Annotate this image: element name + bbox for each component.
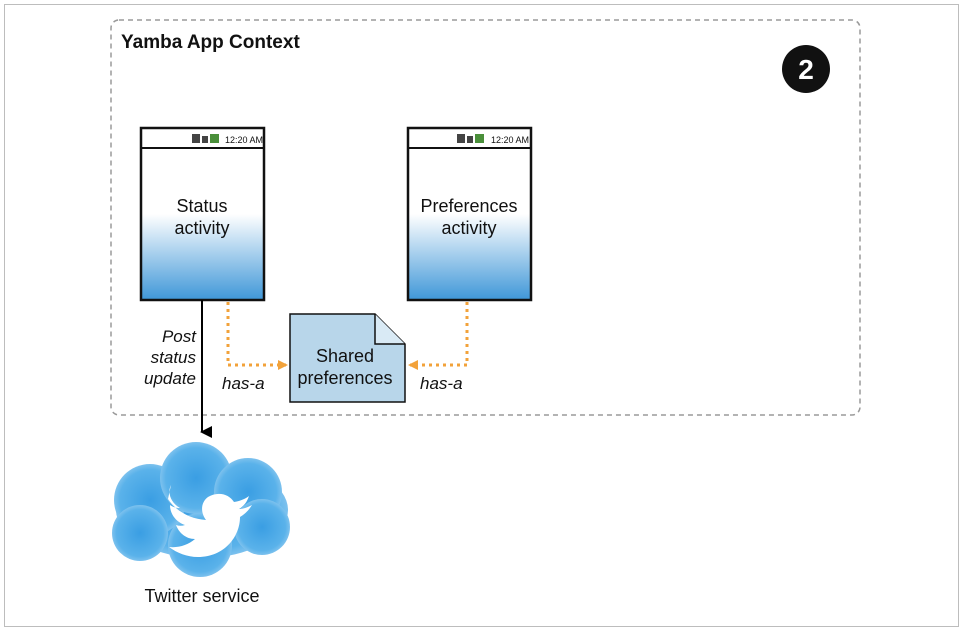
shared-preferences-document: Shared preferences <box>289 313 406 403</box>
preferences-phone-time: 12:20 AM <box>491 135 529 145</box>
app-context-boundary <box>110 19 861 416</box>
status-phone-title-line2: activity <box>174 218 229 238</box>
context-label: Yamba App Context <box>121 32 300 53</box>
post-label-line2: status <box>151 348 197 367</box>
status-activity-phone: 12:20 AM Status activity <box>139 126 266 302</box>
post-label-line1: Post <box>162 327 197 346</box>
twitter-bird-icon <box>168 485 252 557</box>
twitter-cloud-icon <box>112 442 290 577</box>
status-phone-time: 12:20 AM <box>225 135 263 145</box>
twitter-service-label: Twitter service <box>144 586 259 606</box>
status-has-a-arrow <box>226 302 288 370</box>
left-has-a-label: has-a <box>222 374 265 393</box>
shared-preferences-line2: preferences <box>297 368 392 388</box>
status-bar-icons <box>192 134 219 143</box>
right-has-a-label: has-a <box>420 374 463 393</box>
status-phone-title-line1: Status <box>176 196 227 216</box>
preferences-phone-title-line2: activity <box>441 218 496 238</box>
preferences-activity-phone: 12:20 AM Preferences activity <box>406 126 533 302</box>
preferences-has-a-arrow <box>408 302 469 370</box>
status-bar-icons <box>457 134 484 143</box>
post-label-line3: update <box>144 369 196 388</box>
shared-preferences-line1: Shared <box>316 346 374 366</box>
step-badge: 2 <box>782 45 830 93</box>
preferences-phone-title-line1: Preferences <box>420 196 517 216</box>
step-number: 2 <box>798 54 814 85</box>
